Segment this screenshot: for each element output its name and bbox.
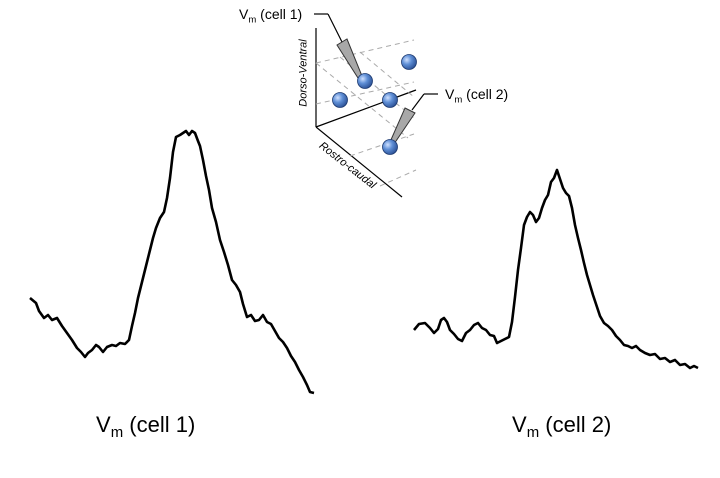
trace-label-cell-2: Vm (cell 2) <box>512 414 611 441</box>
electrode-1 <box>314 13 363 79</box>
trace-label-cell-1-sub: m <box>110 424 124 442</box>
neuron-cell-2 <box>382 139 398 155</box>
trace-label-cell-1-suffix: (cell 1) <box>123 412 196 437</box>
inset-axes <box>315 28 417 198</box>
neuron <box>332 92 348 108</box>
electrode-label-cell-1-suffix: (cell 1) <box>256 6 303 22</box>
trace-cell-1 <box>29 129 315 395</box>
neuron-cell-1 <box>357 73 373 89</box>
neuron <box>382 92 398 108</box>
neuron <box>401 54 417 70</box>
trace-label-cell-2-suffix: (cell 2) <box>539 412 612 437</box>
electrode-label-cell-2-base: V <box>445 86 455 102</box>
trace-label-cell-2-sub: m <box>526 424 540 442</box>
inset-grid <box>315 39 417 187</box>
axis-label-dorso-ventral: Dorso-Ventral <box>297 39 310 107</box>
trace-label-cell-1: Vm (cell 1) <box>96 414 195 441</box>
electrode-label-cell-2: Vm (cell 2) <box>445 87 508 105</box>
electrode-label-cell-2-suffix: (cell 2) <box>462 86 509 102</box>
trace-label-cell-1-base: V <box>96 412 111 437</box>
neuron-group <box>332 54 417 155</box>
electrode-label-cell-1: Vm (cell 1) <box>239 7 302 25</box>
trace-cell-2 <box>413 168 699 370</box>
electrode-label-cell-2-sub: m <box>454 94 463 106</box>
electrode-label-cell-1-sub: m <box>248 14 257 26</box>
electrode-label-cell-1-base: V <box>239 6 249 22</box>
trace-label-cell-2-base: V <box>512 412 527 437</box>
